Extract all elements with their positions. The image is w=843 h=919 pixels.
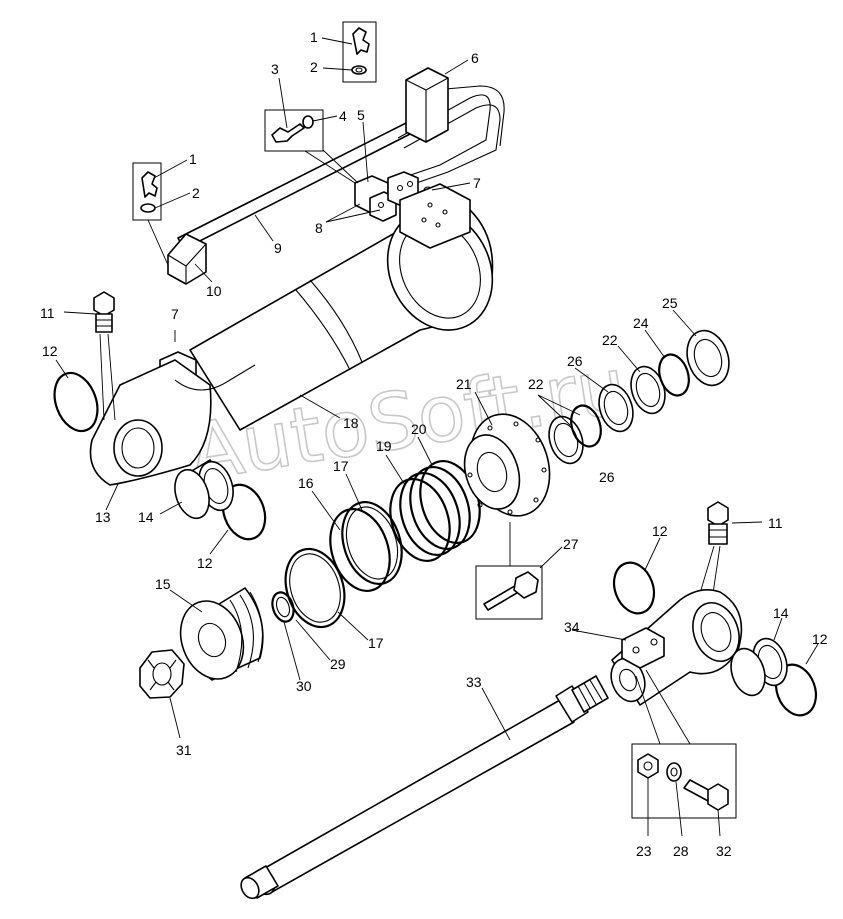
callout-5: 5	[357, 107, 365, 123]
callout-32: 32	[716, 843, 732, 859]
pipe-block-6	[405, 67, 449, 143]
callout-11-left: 11	[40, 305, 55, 321]
rod-seal-rings	[548, 329, 730, 465]
callout-26-lower: 26	[599, 469, 615, 485]
clamp-10	[167, 233, 207, 285]
callout-21: 21	[456, 376, 472, 392]
pipe-assembly	[167, 67, 505, 285]
callout-29: 29	[330, 656, 346, 672]
callout-15: 15	[155, 576, 171, 592]
snap-ring-12-a	[53, 371, 99, 433]
gland-21	[463, 413, 551, 517]
callout-12-b: 12	[197, 555, 213, 571]
callout-6: 6	[471, 50, 479, 66]
callout-26-upper: 26	[567, 353, 583, 369]
callout-22-left: 22	[528, 376, 544, 392]
callout-18: 18	[343, 415, 359, 431]
piston-15	[179, 587, 264, 681]
callout-22-right: 22	[602, 332, 618, 348]
callout-33: 33	[466, 674, 482, 690]
bushing-14-right	[730, 637, 788, 697]
grease-fitting-11-left	[93, 291, 116, 421]
callout-12-d: 12	[812, 631, 828, 647]
callout-12-c: 12	[652, 523, 668, 539]
callout-1-top: 1	[310, 29, 318, 45]
callout-14-right: 14	[773, 605, 789, 621]
rod-eye	[610, 589, 743, 706]
seal-17-lower	[284, 547, 346, 629]
callout-13: 13	[95, 509, 111, 525]
callout-23: 23	[636, 843, 652, 859]
callout-2-left: 2	[192, 185, 200, 201]
callout-25: 25	[662, 295, 678, 311]
callout-numbers: 1 2 3 4 5 6 7 1 2 8 9 10 7 11 12 18 21 2…	[40, 29, 828, 859]
callout-19: 19	[376, 438, 392, 454]
bushing-14-left	[174, 459, 234, 520]
callout-30: 30	[296, 678, 312, 694]
bolt-kit-27	[475, 522, 543, 620]
callout-17-upper: 17	[333, 458, 349, 474]
bolt-kit-3-4	[264, 109, 359, 184]
callout-1-left: 1	[189, 151, 197, 167]
callout-28: 28	[673, 843, 689, 859]
callout-14-left: 14	[138, 509, 154, 525]
bolt-kit-top	[342, 21, 377, 83]
bolt-kit-32	[631, 669, 737, 819]
callout-20: 20	[411, 421, 427, 437]
callout-24: 24	[633, 315, 649, 331]
callout-34: 34	[564, 619, 580, 635]
callout-7-top: 7	[473, 175, 481, 191]
callout-16: 16	[298, 475, 314, 491]
piston-rod-33	[240, 675, 609, 900]
callout-11-right: 11	[768, 515, 783, 531]
callout-8: 8	[315, 220, 323, 236]
callout-7-left: 7	[171, 306, 179, 322]
callout-12-a: 12	[42, 343, 58, 359]
ring-30	[271, 591, 295, 623]
callout-4: 4	[339, 108, 347, 124]
castle-nut-31	[139, 649, 185, 699]
callout-3: 3	[271, 61, 279, 77]
clamp-34	[621, 627, 665, 669]
bolt-kit-left	[132, 162, 169, 266]
callout-17-lower: 17	[368, 635, 384, 651]
cylinder-barrel-18	[89, 183, 494, 486]
callout-9: 9	[274, 240, 282, 256]
grease-fitting-11-right	[697, 501, 729, 601]
callout-10: 10	[206, 283, 222, 299]
callout-27: 27	[563, 536, 579, 552]
snap-ring-12-c	[612, 561, 656, 615]
seal-16	[329, 508, 391, 592]
callout-31: 31	[176, 742, 192, 758]
leader-lines	[55, 37, 819, 837]
barrel-manifold	[399, 183, 471, 249]
snap-ring-12-b	[221, 483, 267, 541]
callout-2-top: 2	[310, 59, 318, 75]
